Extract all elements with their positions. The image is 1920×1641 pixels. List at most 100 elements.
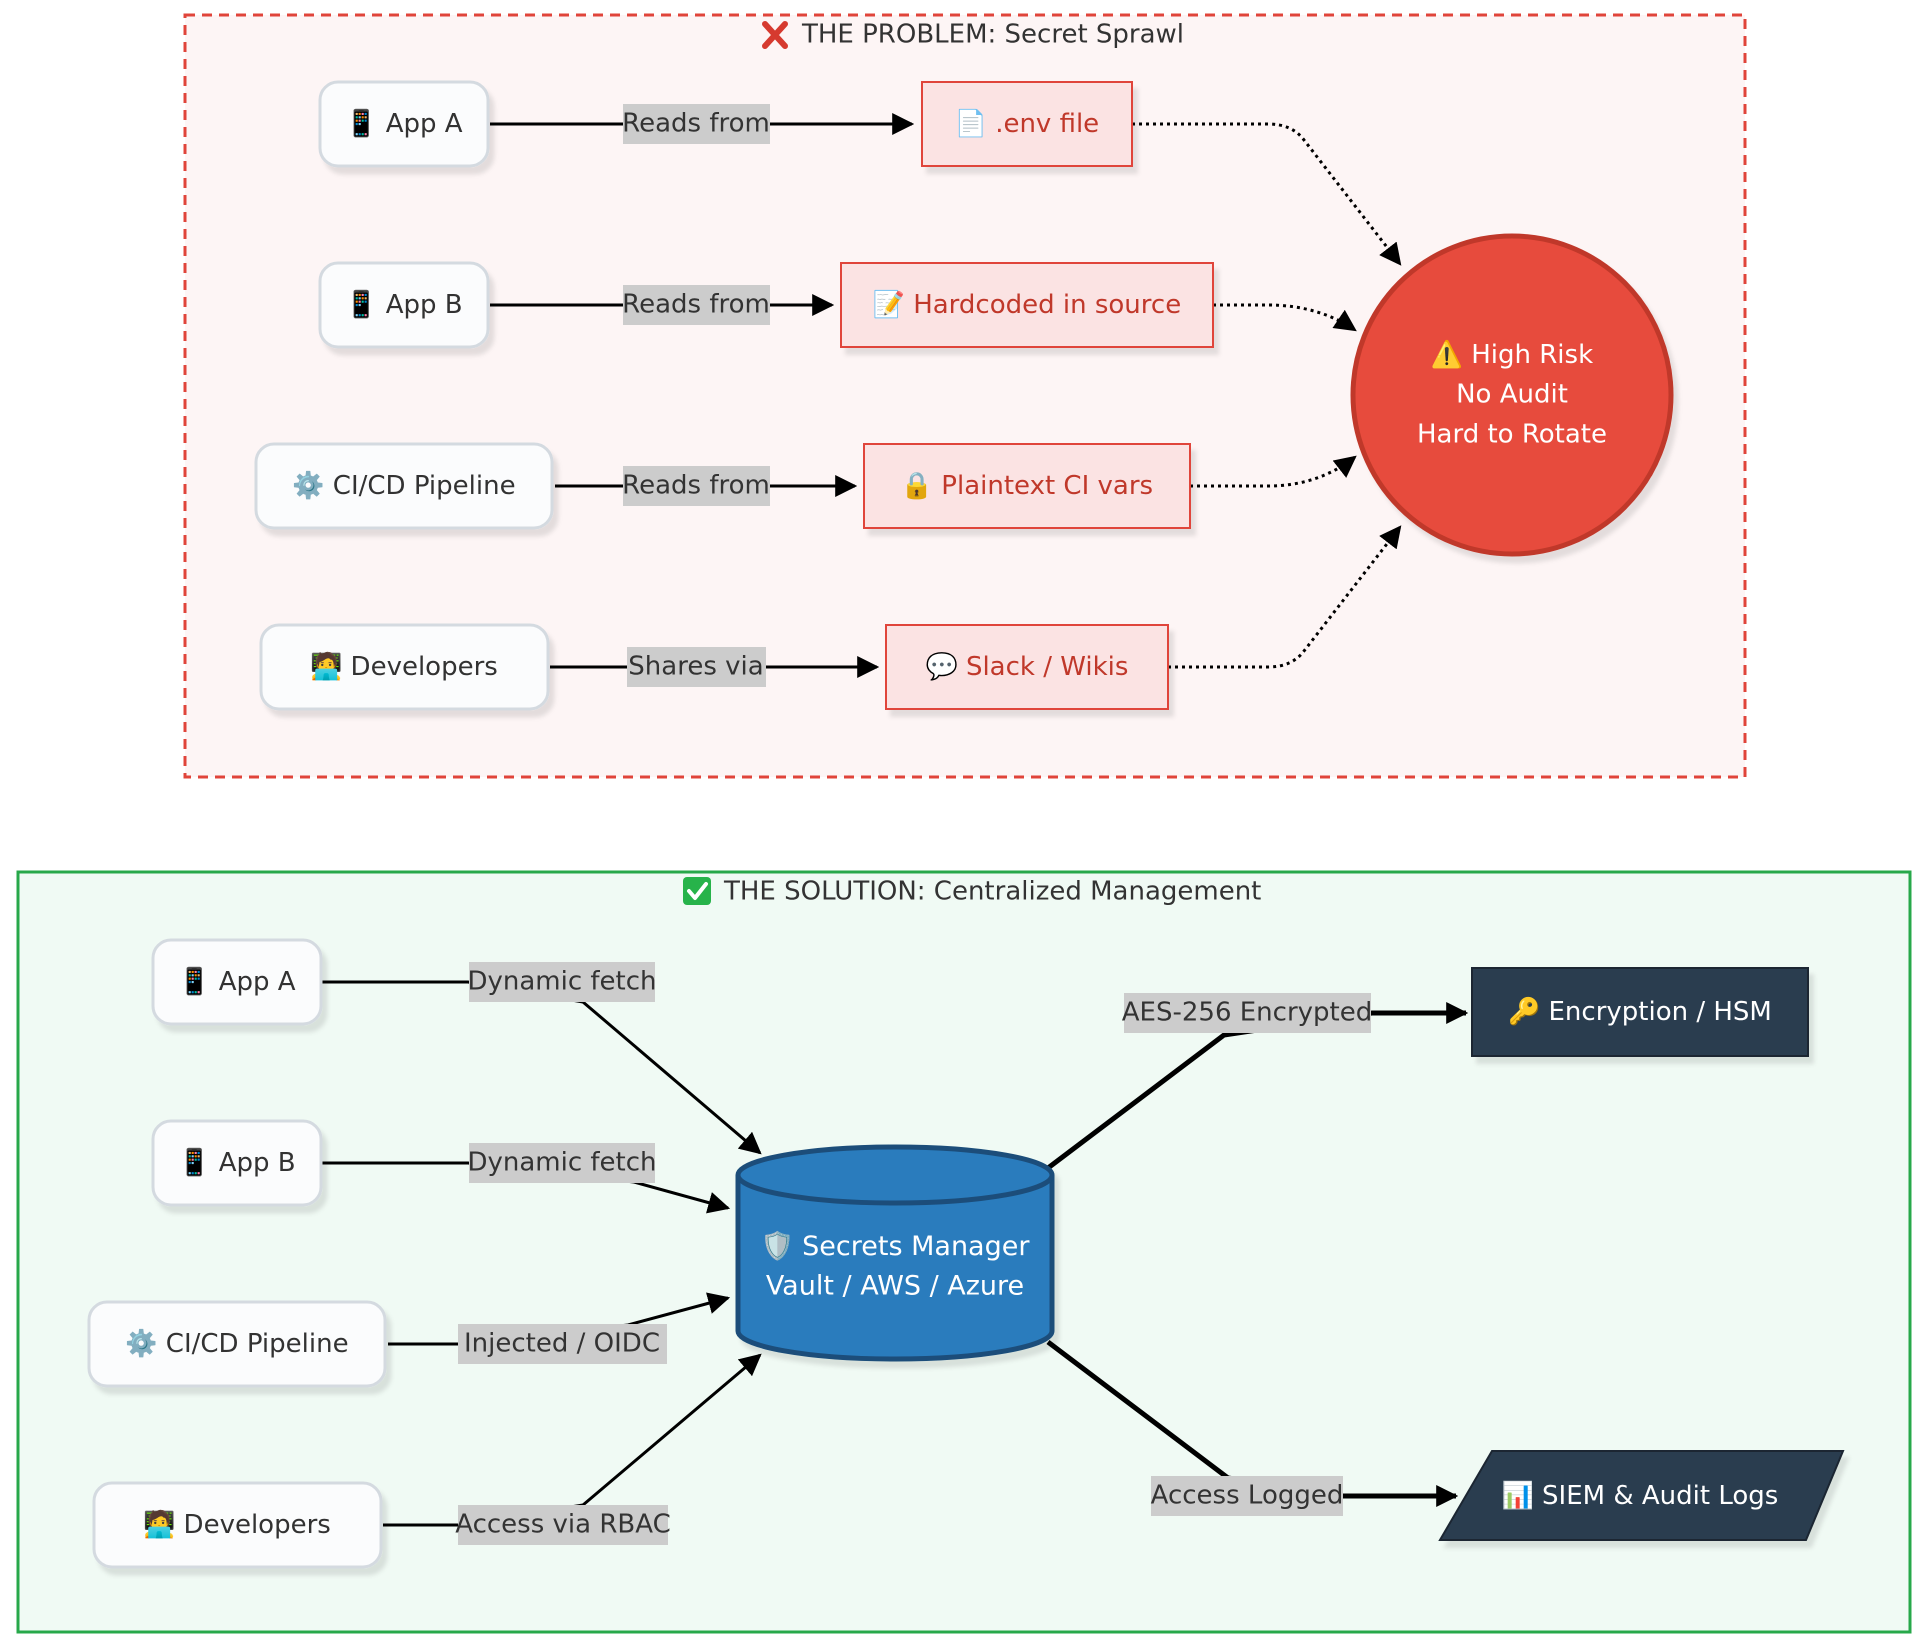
mobile-phone-icon: 📱 bbox=[345, 289, 377, 320]
problem-title: THE PROBLEM: Secret Sprawl bbox=[762, 20, 1184, 50]
svg-text:📱App A: 📱 App A bbox=[345, 108, 462, 139]
edge-label: Reads from bbox=[622, 109, 770, 139]
solution-title: THE SOLUTION: Centralized Management bbox=[683, 877, 1261, 907]
key-icon: 🔑 bbox=[1508, 995, 1540, 1027]
node-label: Slack / Wikis bbox=[966, 652, 1129, 682]
edge-label: Shares via bbox=[628, 652, 763, 682]
problem-title-text: THE PROBLEM: Secret Sprawl bbox=[801, 20, 1184, 50]
problem-store-slack-wikis[interactable]: 💬 Slack / Wikis bbox=[885, 624, 1169, 710]
solution-source-app-a[interactable]: 📱 App A bbox=[151, 938, 323, 1026]
edge-env-file-to-risk bbox=[1132, 122, 1402, 266]
svg-text:⚠️High Risk: ⚠️ High Risk bbox=[1431, 339, 1593, 370]
risk-line: Hard to Rotate bbox=[1417, 420, 1607, 450]
speech-bubble-icon: 💬 bbox=[926, 651, 958, 682]
manager-line: Vault / AWS / Azure bbox=[766, 1271, 1024, 1302]
gear-icon: ⚙️ bbox=[125, 1328, 157, 1359]
node-label: App A bbox=[219, 967, 296, 997]
risk-node[interactable]: ⚠️ High Risk No Audit Hard to Rotate bbox=[1350, 233, 1674, 557]
shield-icon: 🛡️ bbox=[761, 1230, 795, 1262]
bar-chart-icon: 📊 bbox=[1502, 1480, 1534, 1511]
encryption-hsm-node[interactable]: 🔑 Encryption / HSM bbox=[1471, 967, 1809, 1057]
problem-source-app-b[interactable]: 📱 App B bbox=[318, 261, 490, 349]
node-label: CI/CD Pipeline bbox=[166, 1329, 349, 1359]
node-label: App A bbox=[386, 109, 463, 139]
svg-text:🧑‍💻Developers: 🧑‍💻 Developers bbox=[310, 650, 498, 682]
edge-label: Reads from bbox=[622, 471, 770, 501]
cross-mark-icon bbox=[762, 21, 788, 49]
check-mark-icon bbox=[683, 877, 711, 905]
gear-icon: ⚙️ bbox=[292, 470, 324, 501]
svg-text:⚙️CI/CD Pipeline: ⚙️ CI/CD Pipeline bbox=[125, 1328, 348, 1359]
svg-text:📊SIEM & Audit Logs: 📊 SIEM & Audit Logs bbox=[1502, 1480, 1779, 1511]
problem-edge-labels: Reads from Reads from Reads from Shares … bbox=[622, 104, 770, 687]
edge-ci-vars-to-risk bbox=[1190, 455, 1357, 488]
node-label: Encryption / HSM bbox=[1549, 997, 1772, 1027]
mobile-phone-icon: 📱 bbox=[178, 1147, 210, 1178]
solution-source-cicd-pipeline[interactable]: ⚙️ CI/CD Pipeline bbox=[87, 1300, 387, 1388]
edge-label-bg bbox=[458, 1324, 667, 1364]
problem-source-cicd-pipeline[interactable]: ⚙️ CI/CD Pipeline bbox=[254, 442, 554, 530]
edge-label-bg bbox=[458, 1505, 668, 1545]
solution-section: THE SOLUTION: Centralized Management Dyn… bbox=[16, 870, 1912, 1634]
problem-section: THE PROBLEM: Secret Sprawl Reads from Re… bbox=[183, 13, 1747, 779]
node-label: SIEM & Audit Logs bbox=[1542, 1481, 1778, 1511]
node-label: Hardcoded in source bbox=[913, 290, 1181, 320]
node-label: Plaintext CI vars bbox=[941, 471, 1153, 501]
problem-risk-edges bbox=[1132, 122, 1402, 669]
svg-text:⚙️CI/CD Pipeline: ⚙️ CI/CD Pipeline bbox=[292, 470, 515, 501]
developer-laptop-icon: 🧑‍💻 bbox=[143, 1508, 175, 1540]
edge-label: Dynamic fetch bbox=[467, 967, 656, 997]
svg-text:📱App B: 📱 App B bbox=[345, 289, 462, 320]
svg-text:🧑‍💻Developers: 🧑‍💻 Developers bbox=[143, 1508, 331, 1540]
siem-audit-logs-node[interactable]: 📊 SIEM & Audit Logs bbox=[1438, 1450, 1845, 1541]
lock-icon: 🔒 bbox=[901, 471, 933, 501]
edge-label: Dynamic fetch bbox=[467, 1148, 656, 1178]
edge-label: Access Logged bbox=[1151, 1481, 1344, 1511]
edge-label-bg bbox=[469, 962, 655, 1002]
node-label: App B bbox=[219, 1148, 296, 1178]
edge-label-bg bbox=[627, 647, 766, 687]
risk-line: High Risk bbox=[1471, 340, 1593, 370]
solution-title-text: THE SOLUTION: Centralized Management bbox=[723, 877, 1261, 907]
solution-edge-labels: Dynamic fetch Dynamic fetch Injected / O… bbox=[455, 962, 1372, 1545]
svg-text:🔒Plaintext CI vars: 🔒 Plaintext CI vars bbox=[901, 471, 1153, 501]
edge-label: AES-256 Encrypted bbox=[1122, 998, 1372, 1028]
edge-label-bg bbox=[1151, 1476, 1343, 1516]
manager-line: Secrets Manager bbox=[802, 1231, 1030, 1262]
edge-label: Reads from bbox=[622, 290, 770, 320]
edge-hardcoded-to-risk bbox=[1213, 303, 1357, 332]
mobile-phone-icon: 📱 bbox=[178, 966, 210, 997]
svg-text:📱App A: 📱 App A bbox=[178, 966, 295, 997]
node-label: App B bbox=[386, 290, 463, 320]
edge-label: Injected / OIDC bbox=[464, 1329, 660, 1359]
edge-label-bg bbox=[469, 1143, 655, 1183]
problem-store-env-file[interactable]: 📄 .env file bbox=[921, 81, 1133, 167]
node-label: .env file bbox=[995, 109, 1099, 139]
solution-source-app-b[interactable]: 📱 App B bbox=[151, 1119, 323, 1207]
edge-label-bg bbox=[623, 285, 770, 325]
risk-line: No Audit bbox=[1456, 380, 1568, 410]
node-label: Developers bbox=[184, 1510, 331, 1540]
svg-text:📝Hardcoded in source: 📝 Hardcoded in source bbox=[873, 289, 1181, 320]
svg-text:🛡️Secrets Manager: 🛡️Secrets Manager bbox=[761, 1230, 1031, 1262]
developer-laptop-icon: 🧑‍💻 bbox=[310, 650, 342, 682]
edge-label-bg bbox=[623, 466, 770, 506]
node-label: Developers bbox=[351, 652, 498, 682]
svg-text:📱App B: 📱 App B bbox=[178, 1147, 295, 1178]
problem-store-plaintext-ci-vars[interactable]: 🔒 Plaintext CI vars bbox=[863, 443, 1191, 529]
edge-label-bg bbox=[623, 104, 770, 144]
problem-source-developers[interactable]: 🧑‍💻 Developers bbox=[259, 623, 550, 711]
svg-text:💬Slack / Wikis: 💬 Slack / Wikis bbox=[926, 651, 1129, 682]
document-icon: 📄 bbox=[955, 108, 987, 139]
secrets-manager-node[interactable]: 🛡️Secrets Manager Vault / AWS / Azure bbox=[735, 1144, 1055, 1362]
svg-text:🔑Encryption / HSM: 🔑 Encryption / HSM bbox=[1508, 995, 1772, 1027]
problem-source-app-a[interactable]: 📱 App A bbox=[318, 80, 490, 168]
problem-store-hardcoded-in-source[interactable]: 📝 Hardcoded in source bbox=[840, 262, 1214, 348]
mobile-phone-icon: 📱 bbox=[345, 108, 377, 139]
edge-label-bg bbox=[1124, 993, 1371, 1033]
warning-icon: ⚠️ bbox=[1431, 339, 1463, 370]
solution-source-developers[interactable]: 🧑‍💻 Developers bbox=[92, 1481, 383, 1569]
node-label: CI/CD Pipeline bbox=[333, 471, 516, 501]
memo-icon: 📝 bbox=[873, 289, 905, 320]
